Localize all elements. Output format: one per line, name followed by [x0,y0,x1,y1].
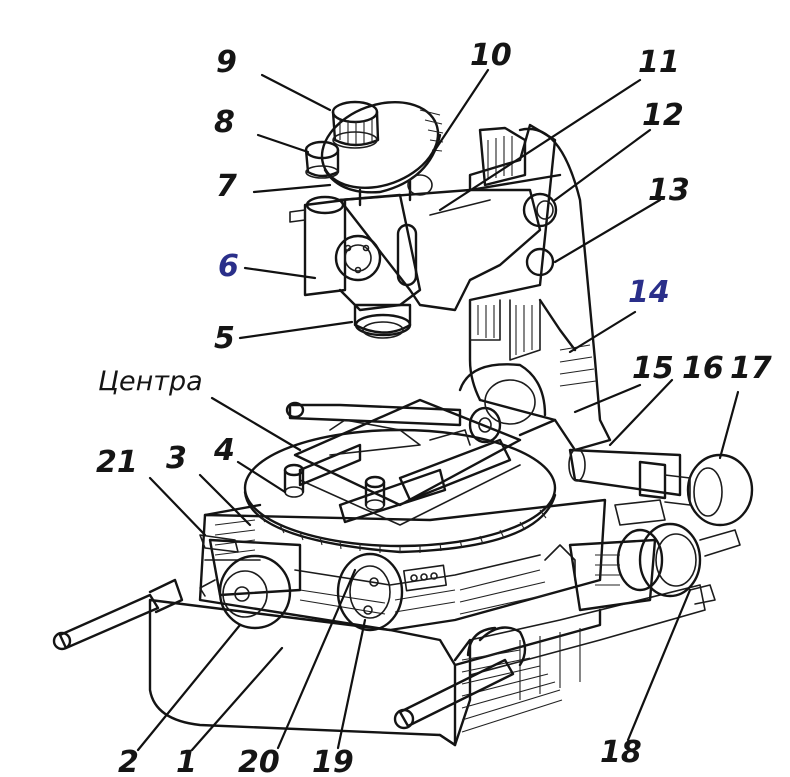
label-17: 17 [730,351,772,386]
right-micrometer [568,522,741,612]
label-8: 8 [214,105,235,140]
label-16: 16 [682,351,724,386]
label-15: 15 [632,351,674,386]
label-3: 3 [166,441,187,476]
label-21: 21 [96,445,138,480]
leader-lines [136,68,740,752]
right-horizontal-micrometer [568,448,754,527]
base-hatching [461,628,581,733]
eyepiece-top [331,100,380,149]
label-12: 12 [642,98,684,133]
eyepiece-head [320,100,444,207]
head-body [289,193,422,312]
label-19: 19 [312,745,354,777]
labels: 9 8 7 10 11 12 13 6 14 5 Центра 15 16 17… [96,38,772,777]
label-5: 5 [214,321,235,356]
label-4: 4 [213,433,235,468]
base-block [148,584,706,747]
rotary-table [243,428,557,554]
label-7: 7 [216,169,237,204]
label-centers: Центра [98,366,203,397]
eyepiece-side [304,140,340,179]
label-20: 20 [238,745,280,777]
left-micrometer [199,534,302,630]
adjust-knob [336,552,404,632]
label-9: 9 [216,45,237,80]
centers-assembly [283,398,522,526]
column [458,123,612,452]
label-10: 10 [470,38,512,73]
label-18: 18 [600,735,642,770]
left-handle [52,578,184,651]
label-14: 14 [628,275,670,310]
label-6: 6 [218,249,239,284]
label-1: 1 [176,745,197,777]
label-2: 2 [118,745,139,777]
front-handle [393,626,527,730]
label-13: 13 [648,173,690,208]
label-11: 11 [638,45,680,80]
objective [353,303,412,339]
